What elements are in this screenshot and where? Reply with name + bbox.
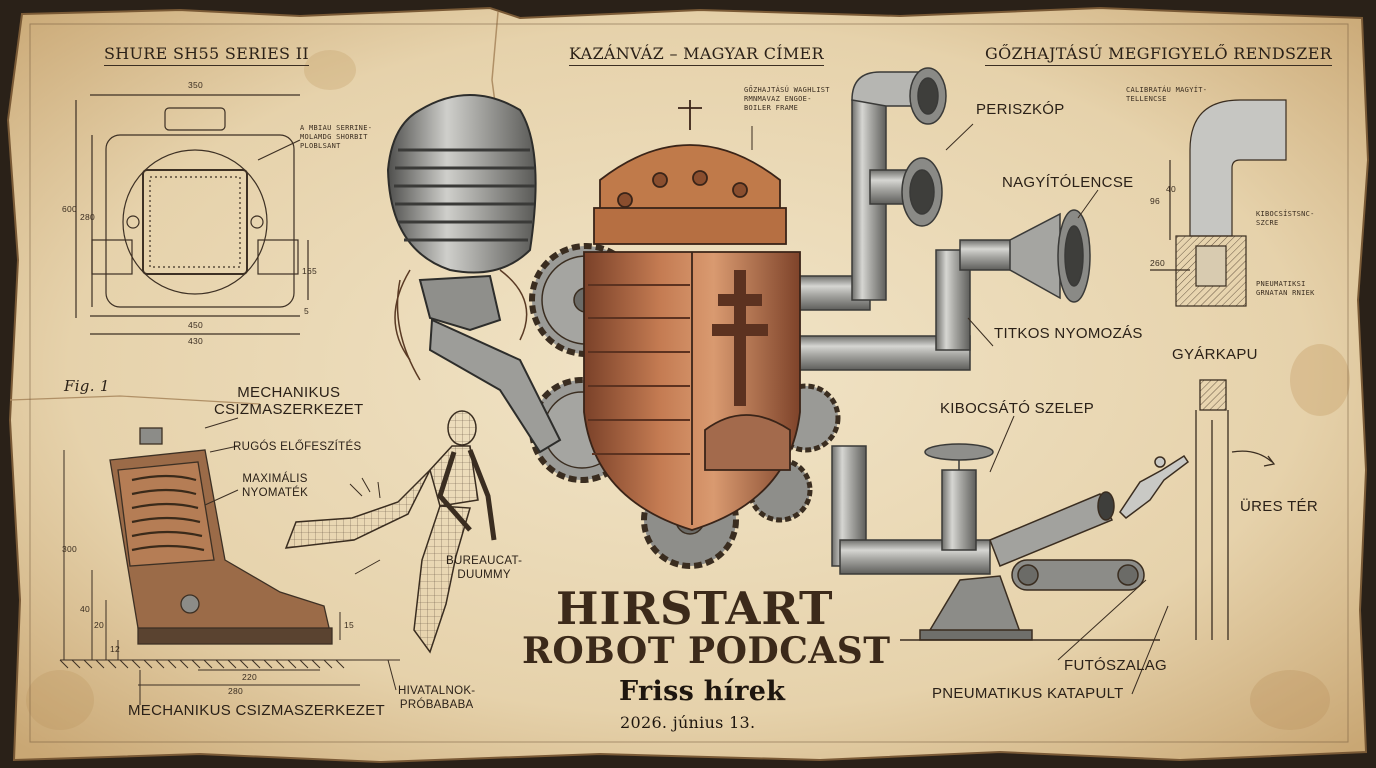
label-boot-mechanism: MECHANIKUS CSIZMASZERKEZET [214, 384, 364, 418]
dim-mic-side: 165 [302, 266, 318, 276]
dim-mic-width-bot: 430 [188, 336, 204, 346]
title-line-2: ROBOT PODCAST [522, 630, 891, 672]
dim-boot-side: 300 [62, 544, 78, 554]
label-dummy: BUREAUCAT- DUUMMY [446, 555, 523, 581]
note-lens: CALIBRATÁU MAGYÍT- TELLENCSE [1126, 86, 1208, 103]
boot-drawing [59, 417, 400, 705]
note-valve: KIBOCSÍSTSNC- SZCRE [1256, 210, 1315, 227]
note-boiler-frame: GŐZHAJTÁSÚ WAGHLIST RMNMAVAZ ENGOE- BOIL… [744, 86, 830, 112]
label-secret-investigation: TITKOS NYOMOZÁS [994, 325, 1143, 342]
dim-pipe-h1: 96 [1150, 196, 1161, 206]
label-empty-space: ÜRES TÉR [1240, 498, 1318, 515]
heading-arms: KAZÁNVÁZ – MAGYAR CÍMER [569, 44, 824, 66]
label-periscope: PERISZKÓP [976, 101, 1065, 118]
label-clerk-dummy: HIVATALNOK- PRÓBABABA [398, 685, 476, 711]
dim-pipe-w: 260 [1150, 258, 1166, 268]
subtitle: Friss hírek [619, 676, 786, 707]
dim-boot-h3: 12 [110, 644, 121, 654]
note-mic: A MBIAU SERRINE- MOLAMDG SHORBIT PLOBLSA… [300, 124, 373, 150]
label-release-valve: KIBOCSÁTÓ SZELEP [940, 400, 1095, 417]
label-conveyor: FUTÓSZALAG [1064, 657, 1168, 674]
label-spring-preload: RUGÓS ELŐFESZÍTÉS [233, 441, 362, 453]
dim-mic-width-mid: 450 [188, 320, 204, 330]
pipe-blueprint [1150, 99, 1287, 307]
label-magnifier: NAGYÍTÓLENCSE [1002, 174, 1134, 191]
pipes [779, 67, 1091, 575]
leader-lines [354, 123, 1169, 695]
dim-boot-h4: 15 [344, 620, 355, 630]
note-pneumatic: PNEUMATIKSI GRNATAN RNIEK [1256, 280, 1315, 297]
heading-mic: SHURE SH55 SERIES II [104, 44, 309, 66]
dim-boot-w1: 220 [242, 672, 258, 682]
dim-mic-width-top: 350 [188, 80, 204, 90]
dim-mic-side2: 5 [304, 306, 310, 316]
figure-label: Fig. 1 [64, 377, 110, 395]
dim-mic-inner: 280 [80, 212, 96, 222]
dummy-figure [284, 410, 497, 654]
dim-pipe-h2: 40 [1166, 184, 1177, 194]
dim-boot-h2: 20 [94, 620, 105, 630]
heading-steam-system: GŐZHAJTÁSÚ MEGFIGYELŐ RENDSZER [985, 44, 1333, 66]
catapult [900, 454, 1190, 641]
dim-boot-w2: 280 [228, 686, 244, 696]
coat-of-arms [583, 100, 801, 531]
mic-blueprint [75, 94, 309, 335]
title-line-1: HIRSTART [556, 582, 834, 635]
label-catapult: PNEUMATIKUS KATAPULT [932, 685, 1124, 702]
date: 2026. június 13. [620, 713, 756, 732]
dim-boot-h1: 40 [80, 604, 91, 614]
factory-gate [1195, 379, 1276, 640]
dim-mic-height: 600 [62, 204, 78, 214]
label-max-torque: MAXIMÁLIS NYOMATÉK [242, 473, 309, 499]
label-factory-gate: GYÁRKAPU [1172, 346, 1258, 363]
label-boot-bottom: MECHANIKUS CSIZMASZERKEZET [128, 702, 385, 719]
microphone [386, 94, 562, 454]
